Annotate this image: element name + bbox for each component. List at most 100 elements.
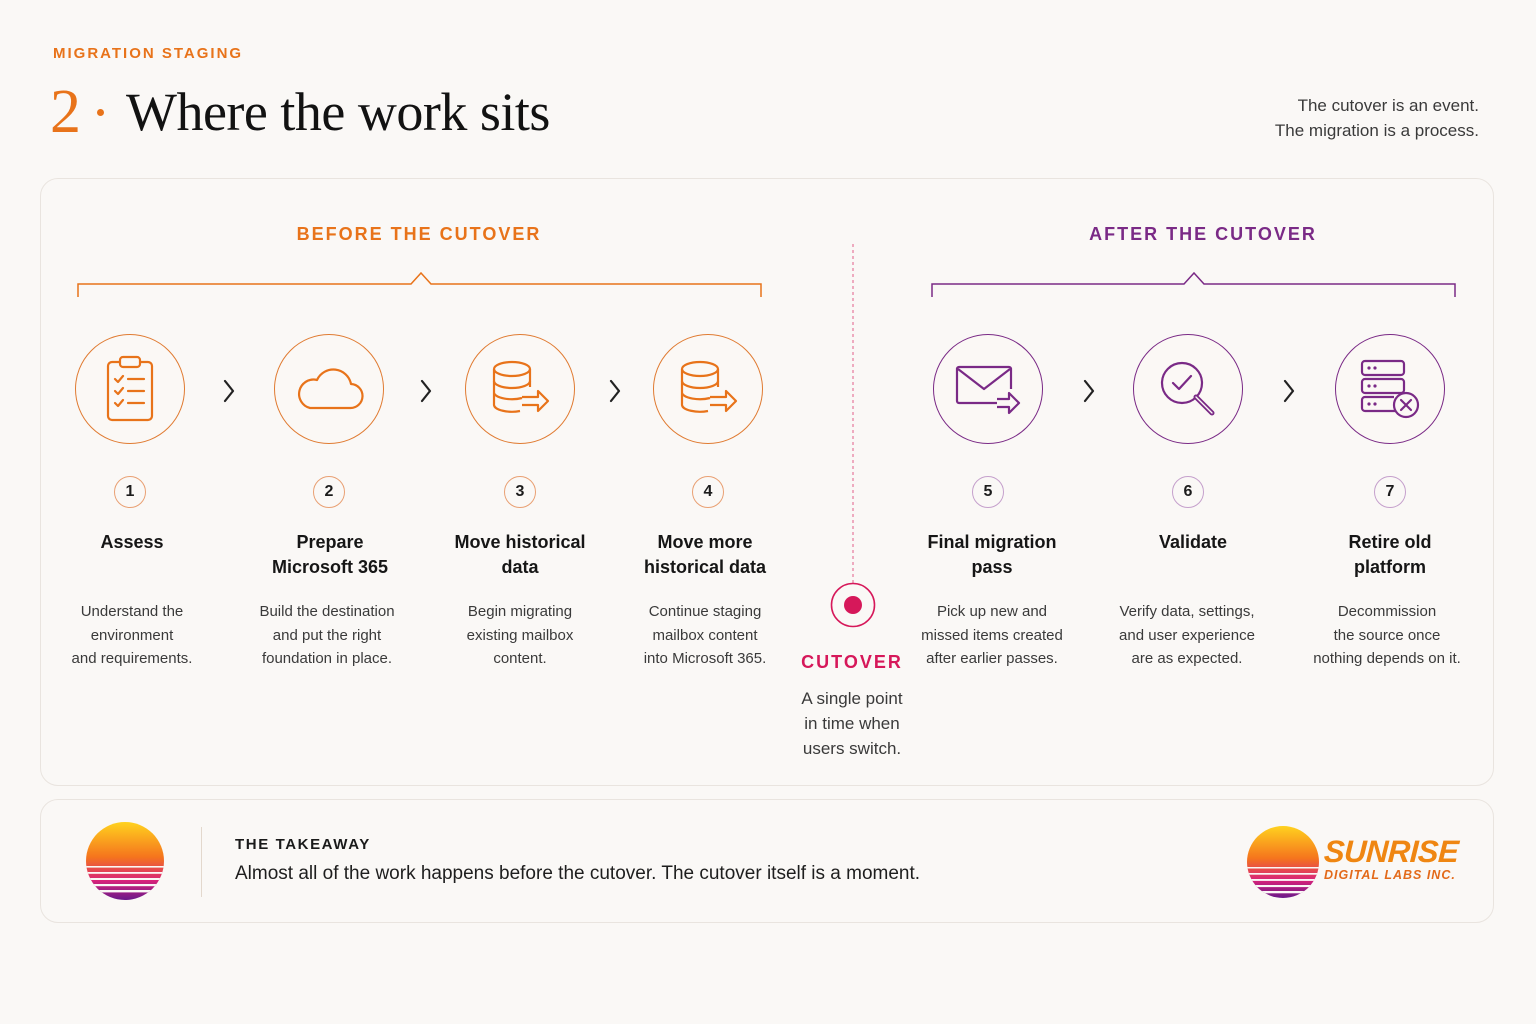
step-3-desc-line-2: existing mailbox: [466, 626, 574, 644]
step-2-title-line-1: Prepare: [296, 532, 364, 552]
step-2-title-line-2: Microsoft 365: [271, 557, 389, 577]
step-6-title-text: Validate: [1158, 532, 1228, 552]
step-3-title-line-2: data: [501, 557, 539, 577]
step-7-title-line-1: Retire old: [1348, 532, 1432, 552]
tagline-line-1: The cutover is an event.: [1297, 96, 1479, 115]
chevron-right-icon: [1283, 379, 1295, 403]
step-5-desc-line-3: after earlier passes.: [926, 650, 1058, 667]
step-1-icon-circle: [75, 334, 185, 444]
title-text: Where the work sits: [126, 82, 550, 142]
step-6-number: 6: [1172, 476, 1204, 508]
cutover-label: CUTOVER: [801, 652, 903, 672]
step-7-desc-line-2: the source once: [1333, 626, 1441, 644]
step-7-description: Decommission the source once nothing dep…: [1287, 600, 1487, 671]
step-2-number: 2: [313, 476, 345, 508]
tagline: The cutover is an event. The migration i…: [1275, 93, 1479, 143]
database-transfer-icon: [680, 360, 738, 413]
step-7-icon-circle: [1335, 334, 1445, 444]
before-bracket: [77, 271, 762, 297]
step-3-title: Move historical data: [420, 530, 620, 580]
step-4-icon-circle: [653, 334, 763, 444]
step-2-desc-line-1: Build the destination: [259, 603, 395, 620]
clipboard-checklist-icon: [106, 355, 154, 422]
step-1-title: Assess: [32, 530, 232, 555]
tagline-line-2: The migration is a process.: [1274, 121, 1479, 140]
sunset-logo-icon: [86, 822, 164, 900]
brand-logo: SUNRISE DIGITAL LABS INC.: [1323, 834, 1460, 882]
step-6-desc-line-3: are as expected.: [1131, 650, 1243, 667]
step-7-desc-line-3: nothing depends on it.: [1313, 650, 1461, 667]
step-1-description: Understand the environment and requireme…: [37, 600, 227, 671]
after-bracket: [931, 271, 1456, 297]
step-1-desc-line-2: environment: [90, 626, 174, 644]
chevron-right-icon: [609, 379, 621, 403]
server-remove-icon: [1360, 359, 1420, 419]
step-6-title: Validate: [1093, 530, 1293, 555]
step-4-number: 4: [692, 476, 724, 508]
step-3-desc-line-1: Begin migrating: [467, 603, 573, 620]
step-3-desc-line-3: content.: [493, 650, 547, 667]
step-3-icon-circle: [465, 334, 575, 444]
step-5-title-line-2: pass: [971, 557, 1013, 577]
step-3-title-line-1: Move historical: [454, 532, 586, 552]
step-7-number: 7: [1374, 476, 1406, 508]
database-transfer-icon: [492, 360, 550, 413]
cutover-desc-line-1: A single point: [801, 689, 903, 708]
step-7-title: Retire old platform: [1290, 530, 1490, 580]
cutover-dashed-line: [852, 244, 854, 584]
cloud-icon: [298, 368, 364, 410]
brand-sunset-icon: [1247, 826, 1319, 898]
step-1-title-text: Assess: [100, 532, 164, 552]
step-5-title-line-1: Final migration: [927, 532, 1057, 552]
step-4-title-line-1: Move more: [657, 532, 753, 552]
cutover-desc-line-3: users switch.: [802, 739, 902, 758]
brand-name: SUNRISE: [1323, 834, 1460, 869]
step-7-title-line-2: platform: [1354, 557, 1426, 577]
page-title: 2 Where the work sits: [50, 72, 550, 152]
step-6-desc-line-2: and user experience: [1119, 626, 1255, 644]
cutover-marker: [830, 582, 876, 628]
chevron-right-icon: [420, 379, 432, 403]
takeaway-heading: THE TAKEAWAY: [235, 836, 371, 853]
before-cutover-label: BEFORE THE CUTOVER: [296, 224, 542, 244]
step-4-desc-line-3: into Microsoft 365.: [643, 650, 767, 667]
mail-forward-icon: [955, 365, 1021, 415]
takeaway-text: Almost all of the work happens before th…: [235, 863, 921, 884]
step-5-icon-circle: [933, 334, 1043, 444]
step-6-description: Verify data, settings, and user experien…: [1092, 600, 1282, 671]
title-separator-dot: [97, 108, 104, 116]
after-cutover-label: AFTER THE CUTOVER: [1089, 224, 1317, 244]
step-2-title: Prepare Microsoft 365: [230, 530, 430, 580]
step-4-desc-line-2: mailbox content: [652, 626, 758, 644]
step-4-title-line-2: historical data: [643, 557, 767, 577]
step-5-title: Final migration pass: [892, 530, 1092, 580]
magnifier-check-icon: [1160, 361, 1215, 416]
cutover-description: A single point in time when users switch…: [772, 686, 932, 761]
takeaway-divider: [201, 827, 202, 897]
step-6-icon-circle: [1133, 334, 1243, 444]
brand-subtitle: DIGITAL LABS INC.: [1324, 868, 1456, 882]
step-6-desc-line-1: Verify data, settings,: [1119, 603, 1255, 620]
step-2-desc-line-2: and put the right: [272, 626, 382, 644]
step-2-description: Build the destination and put the right …: [232, 600, 422, 671]
step-4-title: Move more historical data: [605, 530, 805, 580]
cutover-desc-line-2: in time when: [804, 714, 900, 733]
step-2-icon-circle: [274, 334, 384, 444]
step-1-number: 1: [114, 476, 146, 508]
chevron-right-icon: [1083, 379, 1095, 403]
step-5-number: 5: [972, 476, 1004, 508]
timeline-card: [40, 178, 1494, 786]
section-number: 2: [50, 77, 81, 146]
step-5-desc-line-1: Pick up new and: [936, 603, 1048, 620]
step-5-desc-line-2: missed items created: [921, 626, 1063, 644]
chevron-right-icon: [223, 379, 235, 403]
step-5-description: Pick up new and missed items created aft…: [897, 600, 1087, 671]
step-1-desc-line-3: and requirements.: [71, 650, 193, 667]
step-4-description: Continue staging mailbox content into Mi…: [610, 600, 800, 671]
step-3-description: Begin migrating existing mailbox content…: [425, 600, 615, 671]
step-7-desc-line-1: Decommission: [1337, 603, 1437, 620]
eyebrow-label: MIGRATION STAGING: [53, 45, 244, 62]
step-4-desc-line-1: Continue staging: [648, 603, 762, 620]
step-3-number: 3: [504, 476, 536, 508]
step-1-desc-line-1: Understand the: [80, 603, 184, 620]
